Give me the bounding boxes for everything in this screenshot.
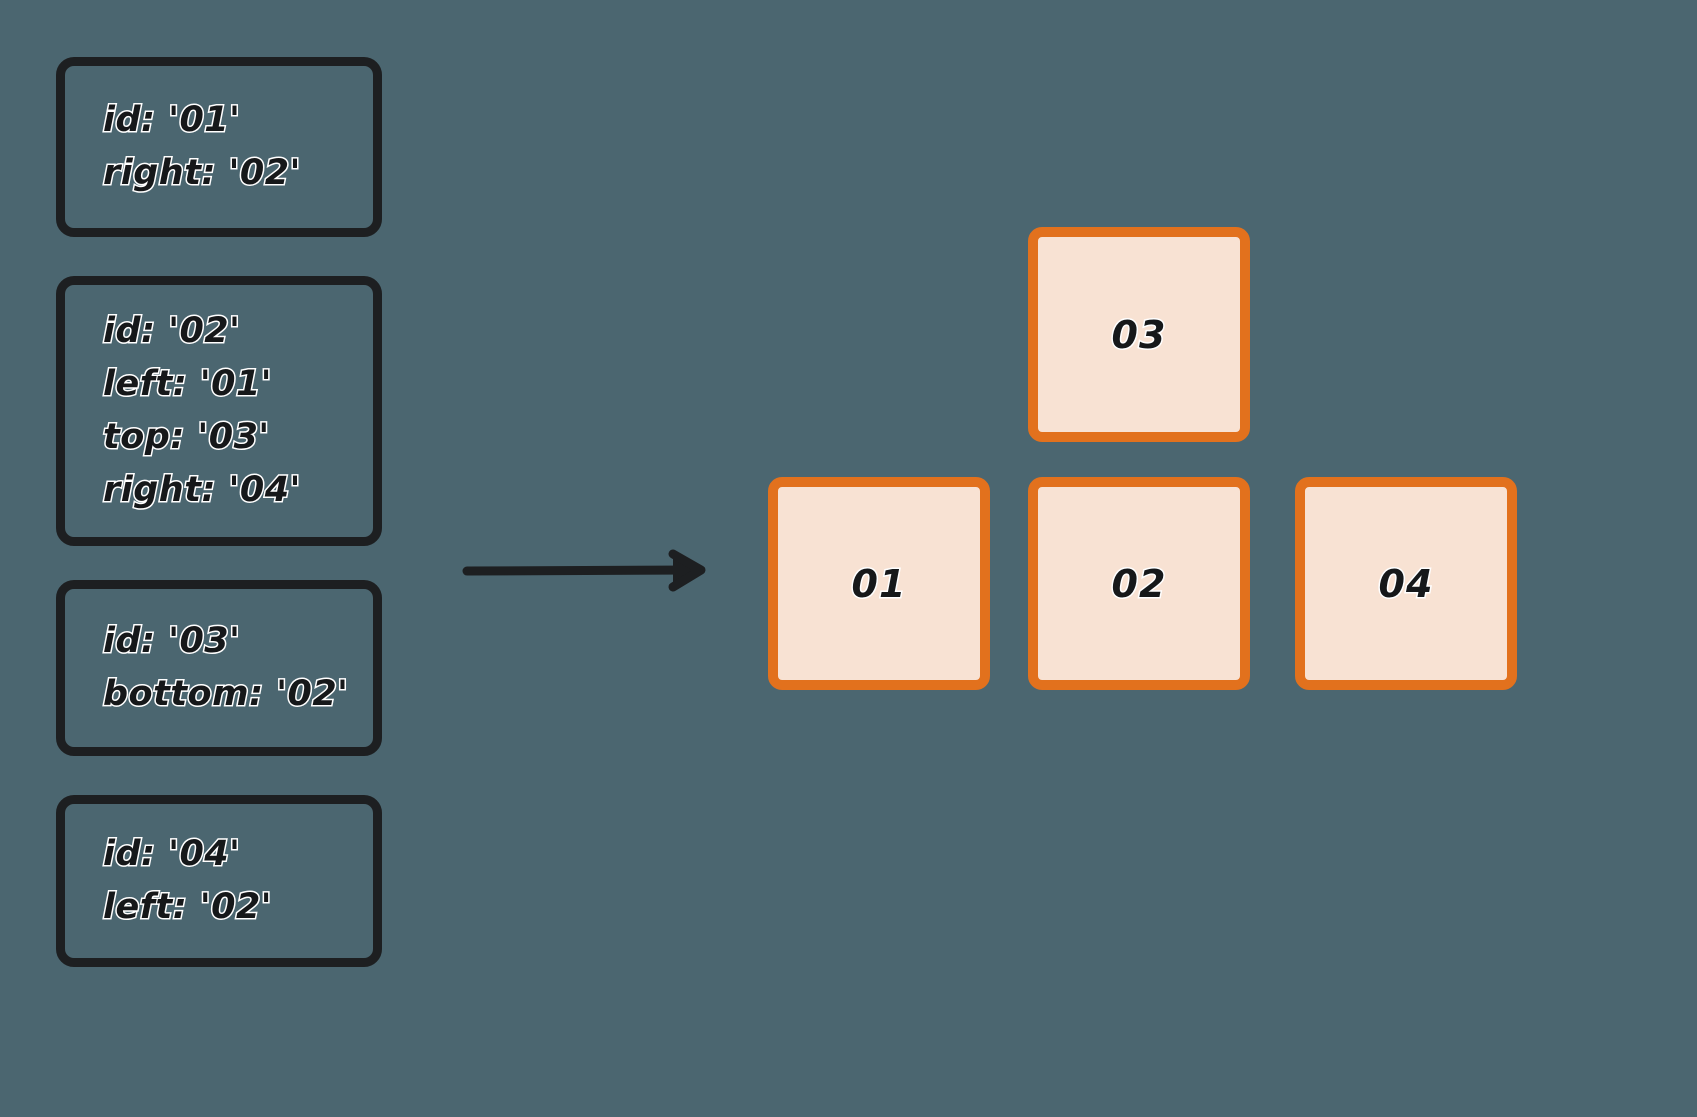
node-02-prop: top: '03' <box>102 415 271 458</box>
tile-03[interactable]: 03 <box>1028 227 1250 442</box>
tile-04[interactable]: 04 <box>1295 477 1517 690</box>
node-02-prop: id: '02' <box>102 309 242 352</box>
node-04-prop: id: '04' <box>102 832 242 875</box>
node-03-prop: id: '03' <box>102 619 242 662</box>
tile-04-label: 04 <box>1377 560 1434 607</box>
node-01-prop: right: '02' <box>102 151 302 194</box>
transform-arrow <box>455 540 725 600</box>
tile-01[interactable]: 01 <box>768 477 990 690</box>
node-02-prop: left: '01' <box>102 362 274 405</box>
node-02-prop: right: '04' <box>102 469 302 512</box>
tile-02[interactable]: 02 <box>1028 477 1250 690</box>
node-02-box: id: '02' left: '01' top: '03' right: '04' <box>56 276 382 546</box>
tile-02-label: 02 <box>1110 560 1167 607</box>
node-04-box: id: '04' left: '02' <box>56 795 382 967</box>
arrow-icon <box>462 549 706 592</box>
node-04-prop: left: '02' <box>102 885 274 928</box>
node-01-box: id: '01' right: '02' <box>56 57 382 237</box>
node-03-box: id: '03' bottom: '02' <box>56 580 382 756</box>
node-01-prop: id: '01' <box>102 98 242 141</box>
node-03-prop: bottom: '02' <box>102 672 350 715</box>
tile-03-label: 03 <box>1110 311 1167 358</box>
tile-01-label: 01 <box>850 560 907 607</box>
